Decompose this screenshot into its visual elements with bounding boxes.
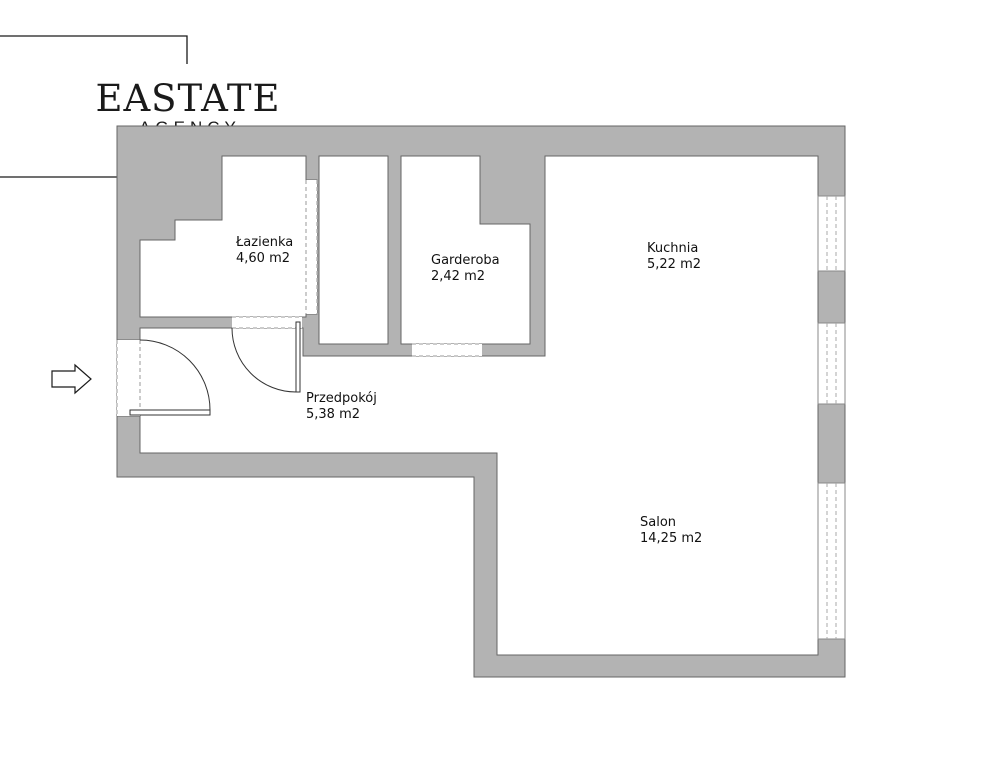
entrance-opening bbox=[116, 340, 141, 416]
room-name: Łazienka bbox=[235, 235, 293, 250]
logo-frame-line bbox=[0, 35, 188, 64]
entrance-arrow-icon bbox=[51, 363, 92, 395]
window bbox=[817, 322, 846, 405]
walls bbox=[116, 125, 846, 678]
wardrobe-opening bbox=[412, 343, 482, 357]
room-name: Salon bbox=[640, 515, 676, 530]
brand-name: EASTATE bbox=[95, 77, 280, 120]
room-label-salon: Salon 14,25 m2 bbox=[640, 515, 702, 546]
bathroom-door bbox=[231, 316, 302, 393]
bathroom-side-opening bbox=[305, 180, 318, 314]
room-area: 14,25 m2 bbox=[640, 531, 702, 546]
window bbox=[817, 482, 846, 640]
room-label-lazienka: Łazienka 4,60 m2 bbox=[235, 235, 293, 266]
room-label-przedpokoj: Przedpokój 5,38 m2 bbox=[306, 391, 377, 422]
room-area: 5,22 m2 bbox=[647, 257, 701, 272]
room-label-garderoba: Garderoba 2,42 m2 bbox=[431, 253, 500, 284]
room-label-kuchnia: Kuchnia 5,22 m2 bbox=[647, 241, 701, 272]
window bbox=[817, 195, 846, 272]
room-area: 5,38 m2 bbox=[306, 407, 360, 422]
room-name: Kuchnia bbox=[647, 241, 698, 256]
entrance-door bbox=[129, 339, 211, 416]
room-name: Garderoba bbox=[431, 253, 500, 268]
room-name: Przedpokój bbox=[306, 391, 377, 406]
room-area: 4,60 m2 bbox=[236, 251, 290, 266]
room-area: 2,42 m2 bbox=[431, 269, 485, 284]
